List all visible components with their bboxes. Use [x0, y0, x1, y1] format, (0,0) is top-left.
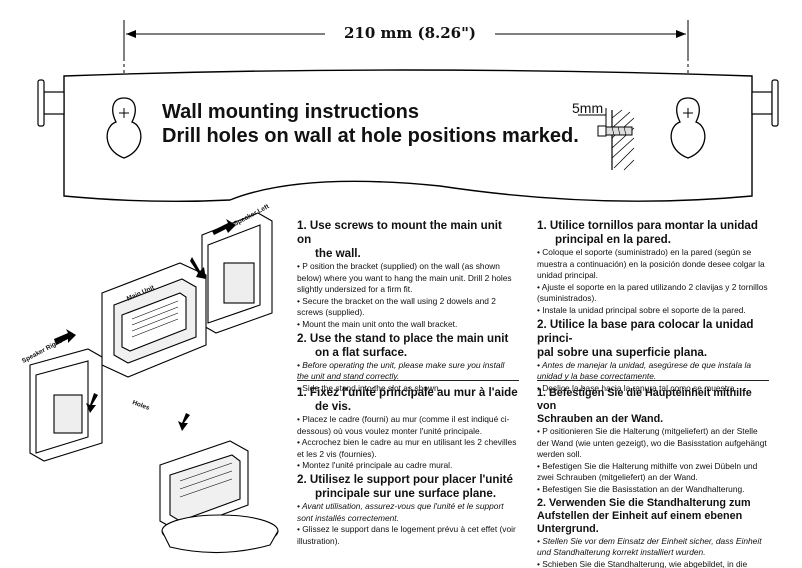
- english-step-2a: • Before operating the unit, please make…: [297, 359, 505, 382]
- french-step-1c: • Montez l'unité principale au cadre mur…: [297, 460, 453, 471]
- english-step-1b: • Secure the bracket on the wall using 2…: [297, 295, 496, 318]
- template-paper: [63, 69, 753, 203]
- german-step-2a: • Stellen Sie vor dem Einsatz der Einhei…: [537, 535, 762, 558]
- german-step-1b: • Befestigen Sie die Halterung mithilfe …: [537, 460, 758, 483]
- french-step-1b: • Accrochez bien le cadre au mur en util…: [297, 437, 517, 459]
- divider-en-fr: [297, 380, 519, 381]
- product-illustration: [29, 212, 279, 554]
- german-heading-1: 1. Befestigen Sie die Haupteinheit mithi…: [537, 387, 752, 425]
- spanish-step-1c: • Instale la unidad principal sobre el s…: [537, 304, 746, 315]
- arrow-holes-icon: [86, 393, 98, 413]
- arrow-speaker-left-icon: [212, 219, 236, 235]
- french-step-1a: • Placez le cadre (fourni) au mur (comme…: [297, 414, 510, 436]
- french-section: 1. Fixez l'unité principale au mur à l'a…: [297, 385, 519, 547]
- french-step-2b: • Glissez le support dans le logement pr…: [297, 524, 516, 546]
- french-heading-1: 1. Fixez l'unité principale au mur à l'a…: [297, 386, 518, 413]
- spanish-step-2b: • Deslice la base hacia la ranura tal co…: [537, 382, 737, 393]
- spanish-heading-1: 1. Utilice tornillos para montar la unid…: [537, 219, 758, 246]
- spanish-heading-2: 2. Utilice la base para colocar la unida…: [537, 317, 754, 359]
- arrow-main-unit-icon: [190, 257, 206, 279]
- english-step-1c: • Mount the main unit onto the wall brac…: [297, 318, 458, 329]
- german-step-1a: • P ositionieren Sie die Halterung (mitg…: [537, 426, 767, 460]
- english-step-1a: • P osition the bracket (supplied) on th…: [297, 261, 512, 295]
- german-section: 1. Befestigen Sie die Haupteinheit mithi…: [537, 386, 771, 568]
- keyhole-left-icon: [106, 97, 142, 159]
- french-heading-2: 2. Utilisez le support pour placer l'uni…: [297, 472, 513, 500]
- german-step-2b: • Schieben Sie die Standhalterung, wie a…: [537, 558, 748, 568]
- spanish-step-1b: • Ajuste el soporte en la pared utilizan…: [537, 281, 768, 304]
- screw-size-label: 5mm: [572, 100, 604, 116]
- wall-screw-icon: [578, 108, 635, 171]
- divider-es-de: [537, 380, 769, 381]
- template-title: Wall mounting instructions Drill holes o…: [162, 100, 579, 148]
- dimension-label: 210 mm (8.26"): [343, 24, 477, 42]
- wall-template-drawing: [37, 20, 779, 203]
- keyhole-right-icon: [670, 97, 706, 159]
- template-title-line1: Wall mounting instructions: [162, 101, 420, 123]
- german-step-1c: • Befestigen Sie die Basisstation an der…: [537, 483, 745, 494]
- spanish-section: 1. Utilice tornillos para montar la unid…: [537, 218, 769, 394]
- english-step-2b: • Side the stand into the slot as shown.: [297, 382, 441, 393]
- french-step-2a: • Avant utilisation, assurez-vous que l'…: [297, 500, 504, 523]
- template-title-line2: Drill holes on wall at hole positions ma…: [162, 125, 579, 147]
- arrow-stand-icon: [178, 413, 190, 431]
- spanish-step-1a: • Coloque el soporte (suministrado) en l…: [537, 247, 765, 281]
- arrow-speaker-right-icon: [54, 329, 76, 345]
- spanish-step-2a: • Antes de manejar la unidad, asegúrese …: [537, 359, 751, 382]
